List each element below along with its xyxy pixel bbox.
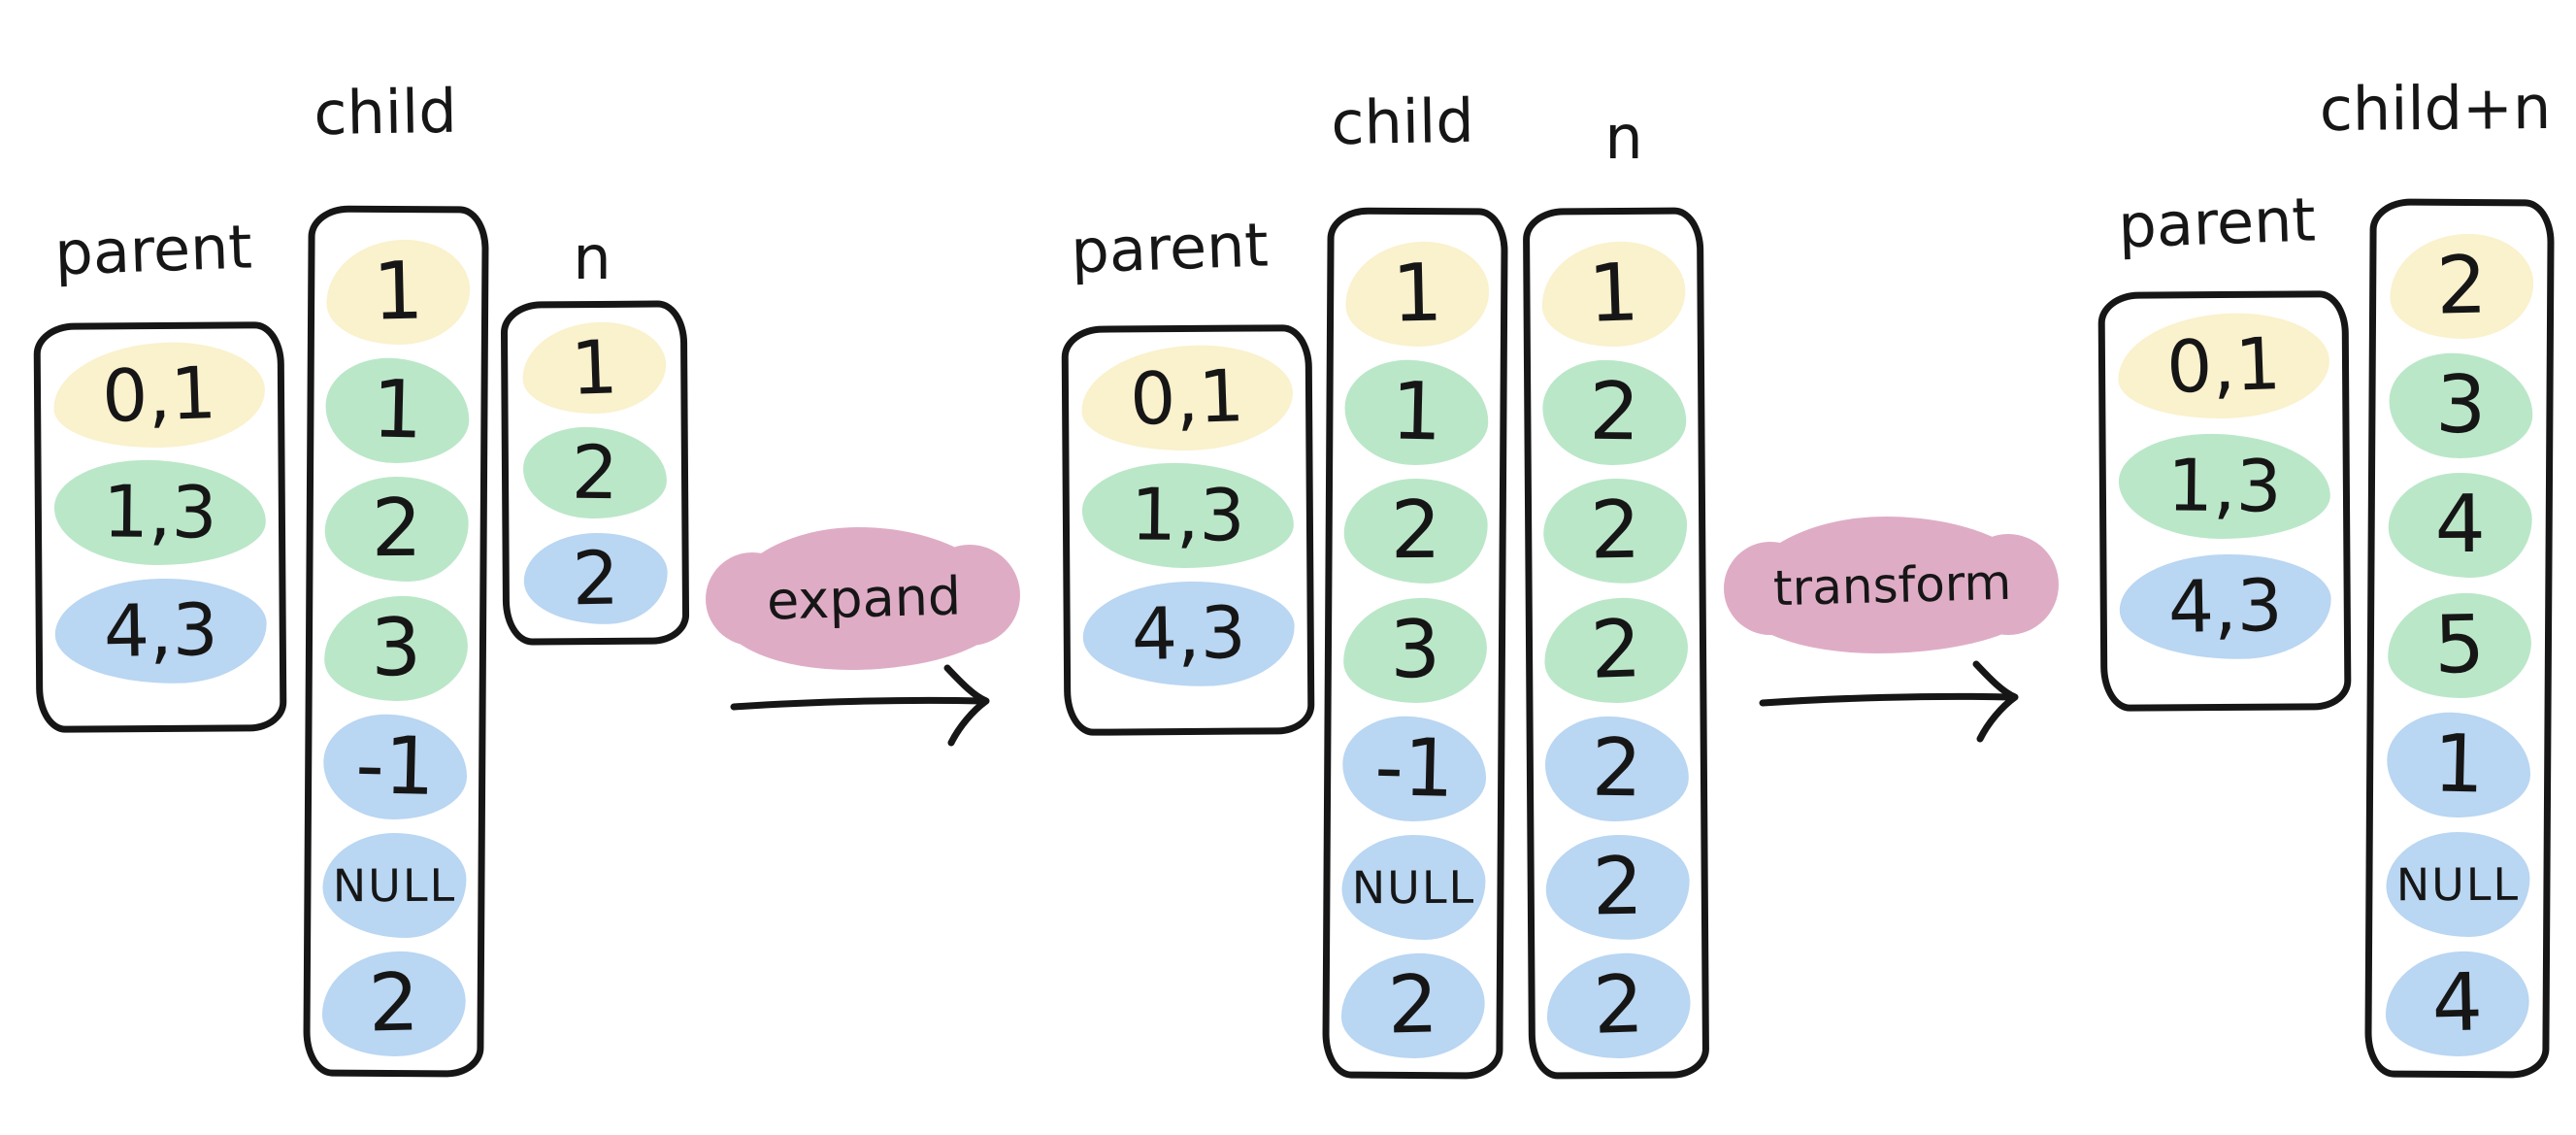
n3-cell-1: 2 (522, 426, 668, 519)
child-cell-5: NULL (322, 832, 467, 939)
parent-cell-1: 1,3 (2118, 432, 2331, 541)
child-cell-1: 1 (1343, 358, 1490, 467)
column-label-parent: parent (53, 211, 253, 289)
child-cell-4: -1 (321, 712, 469, 821)
childn-cell-6: 4 (2384, 950, 2530, 1058)
parent-cell-2: 4,3 (2118, 552, 2332, 661)
n7-cell-6: 2 (1544, 951, 1693, 1061)
childn-cell-4: 1 (2385, 710, 2532, 819)
parent-cell-2: 4,3 (53, 576, 268, 685)
child-cell-1: 1 (324, 356, 471, 465)
childn-cell-5: NULL (2386, 831, 2530, 938)
child-cell-2: 2 (324, 477, 469, 583)
n7-cell-3: 2 (1542, 594, 1690, 706)
parent-cell-0: 0,1 (51, 338, 267, 451)
child-cell-0: 1 (325, 238, 472, 347)
n7-cell-0: 1 (1539, 239, 1688, 350)
parent-cell-1: 1,3 (53, 458, 267, 567)
child-cell-6: 2 (320, 950, 467, 1058)
n3-cell-0: 1 (520, 318, 668, 417)
column-label-n7: n (1604, 102, 1643, 173)
child-cell-2: 2 (1343, 479, 1488, 584)
column-label-childn: child+n (2319, 71, 2552, 146)
parent-cell-0: 0,1 (2116, 310, 2331, 422)
parent-cell-1: 1,3 (1081, 461, 1295, 570)
childn-cell-0: 2 (2389, 232, 2535, 341)
child-cell-5: NULL (1341, 834, 1486, 941)
arrow-right-icon (1759, 660, 2019, 743)
n7-cell-5: 2 (1544, 833, 1691, 942)
child-cell-0: 1 (1344, 240, 1491, 349)
column-label-child: child (1330, 84, 1475, 159)
child-cell-3: 3 (322, 593, 470, 703)
n3-cell-2: 2 (522, 531, 669, 625)
child-cell-3: 3 (1341, 595, 1489, 705)
transform-label-blob: transform (1724, 517, 2059, 653)
n7-cell-4: 2 (1544, 715, 1690, 822)
childn-cell-3: 5 (2386, 590, 2533, 700)
parent-cell-0: 0,1 (1079, 341, 1295, 454)
column-label-child: child (313, 75, 458, 150)
child-cell-6: 2 (1339, 951, 1486, 1060)
child-cell-4: -1 (1340, 714, 1488, 823)
childn-cell-1: 3 (2388, 351, 2534, 460)
expand-label-blob: expand (706, 527, 1020, 670)
transform-label: transform (1772, 553, 2012, 617)
column-label-parent: parent (2117, 184, 2317, 262)
childn-cell-2: 4 (2388, 473, 2532, 579)
expand-label: expand (766, 565, 962, 632)
n7-cell-2: 2 (1542, 478, 1689, 585)
column-label-n3: n (573, 222, 611, 293)
n7-cell-1: 2 (1541, 359, 1687, 467)
parent-cell-2: 4,3 (1081, 579, 1296, 688)
column-label-parent: parent (1070, 209, 1270, 287)
arrow-right-icon (730, 664, 990, 747)
